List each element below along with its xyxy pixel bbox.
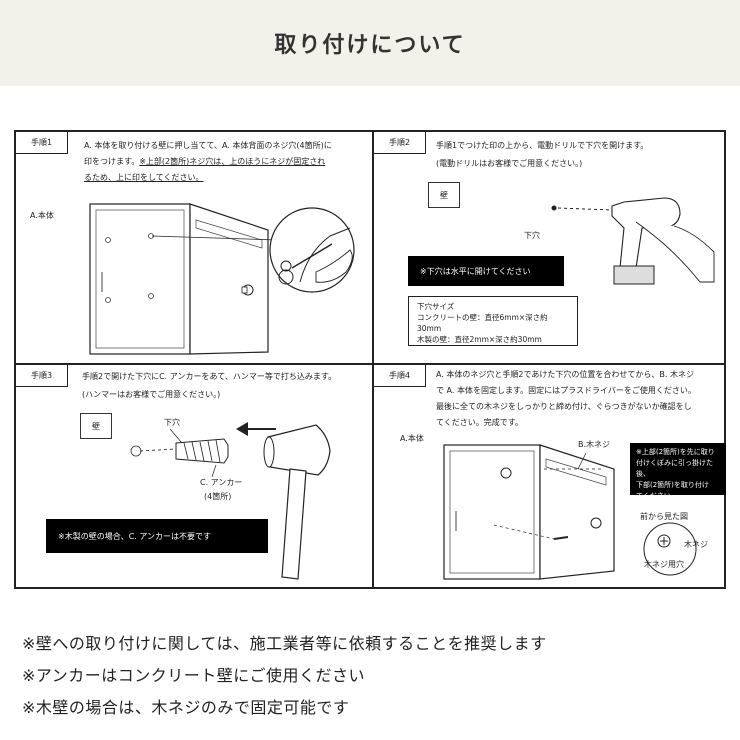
step1-text-line2a: 印をつけます。 (84, 157, 140, 166)
grid-divider-horizontal (16, 363, 724, 365)
header-banner: 取り付けについて (0, 0, 740, 86)
step3-panel: 手順3 手順2で開けた下穴にC. アンカーをあて、ハンマー等で打ち込みます。 (… (16, 365, 372, 589)
step3-text-line2: (ハンマーはお客様でご用意ください。) (82, 390, 221, 399)
instruction-grid: 手順1 A. 本体を取り付ける壁に押し当てて、A. 本体背面のネジ穴(4箇所)に… (14, 130, 726, 589)
step2-hole-label: 下穴 (524, 231, 540, 240)
step3-wall-label: 壁 (80, 413, 112, 439)
footer-note-3: ※木壁の場合は、木ネジのみで固定可能です (22, 698, 350, 717)
step2-size-concrete: コンクリートの壁：直径6mm×深さ約30mm (417, 313, 548, 333)
step4-front-view-label: 前から見た図 (640, 512, 688, 521)
step4-mount-illustration (443, 444, 697, 580)
step4-text-line1: A. 本体のネジ穴と手順2であけた下穴の位置を合わせてから、B. 木ネジ (436, 370, 694, 379)
step2-hole-size-box: 下穴サイズ コンクリートの壁：直径6mm×深さ約30mm 木製の壁：直径2mm×… (408, 296, 578, 346)
step2-notice: ※下穴は水平に開けてください (408, 256, 564, 286)
step4-text-line3: 最後に全ての木ネジをしっかりと締め付け、ぐらつきがないか確認をし (436, 402, 692, 411)
step4-screw-label: B.木ネジ (578, 440, 611, 449)
step4-callout-line2: 付けくぼみに引っ掛けた後、 (636, 459, 713, 478)
step4-screw-small-label: 木ネジ (684, 540, 708, 549)
grid-divider-vertical (372, 132, 374, 587)
step1-text-line2: 印をつけます。※上部(2箇所)ネジ穴は、上のほうにネジが固定され (84, 154, 325, 170)
step1-tag: 手順1 (16, 132, 68, 154)
step4-callout-line4: てください。 (636, 492, 678, 500)
step3-hole-label: 下穴 (164, 418, 180, 427)
step4-callout-line1: ※上部(2箇所)を先に取り (636, 448, 715, 456)
step3-anchor-label: C. アンカー (200, 478, 243, 487)
footer-note-1: ※壁への取り付けに関しては、施工業者等に依頼することを推奨します (22, 634, 547, 653)
step1-text-line2b: ※上部(2箇所)ネジ穴は、上のほうにネジが固定され (139, 157, 326, 166)
step1-body-label: A.本体 (30, 211, 54, 220)
step1-panel: 手順1 A. 本体を取り付ける壁に押し当てて、A. 本体背面のネジ穴(4箇所)に… (16, 132, 372, 363)
step4-text-line2: で A. 本体を固定します。固定にはプラスドライバーをご使用ください。 (436, 386, 696, 395)
step4-screw-hole-label: 木ネジ用穴 (644, 560, 684, 569)
footer-notes: ※壁への取り付けに関しては、施工業者等に依頼することを推奨します ※アンカーはコ… (22, 628, 547, 724)
step2-drill-illustration (551, 197, 715, 285)
step3-notice: ※木製の壁の場合、C. アンカーは不要です (46, 519, 268, 553)
step1-text-line1: A. 本体を取り付ける壁に押し当てて、A. 本体背面のネジ穴(4箇所)に (84, 141, 332, 150)
page-title: 取り付けについて (274, 33, 466, 58)
step1-text-line3: るため、上に印をしてください。 (84, 173, 204, 182)
step3-hammer-illustration (130, 422, 331, 580)
step4-callout: ※上部(2箇所)を先に取り 付けくぼみに引っ掛けた後、 下部(2箇所)を取り付け… (630, 443, 726, 500)
step4-callout-line3: 下部(2箇所)を取り付け (636, 481, 709, 489)
step4-text-line4: てください。完成です。 (436, 418, 523, 427)
step4-body-label: A.本体 (400, 434, 424, 443)
step2-wall-label: 壁 (428, 182, 460, 208)
step4-panel: 手順4 A. 本体のネジ穴と手順2であけた下穴の位置を合わせてから、B. 木ネジ… (374, 365, 726, 589)
step1-illustration (89, 203, 355, 355)
step2-text-line1: 手順1でつけた印の上から、電動ドリルで下穴を開けます。 (436, 141, 649, 150)
step3-anchor-count: (4箇所) (204, 492, 232, 501)
step2-text-line2: (電動ドリルはお客様でご用意ください。) (436, 159, 583, 168)
step3-text-line1: 手順2で開けた下穴にC. アンカーをあて、ハンマー等で打ち込みます。 (82, 372, 337, 381)
step2-panel: 手順2 手順1でつけた印の上から、電動ドリルで下穴を開けます。 (電動ドリルはお… (374, 132, 726, 363)
step2-tag: 手順2 (374, 132, 426, 154)
step2-size-wood: 木製の壁：直径2mm×深さ約30mm (417, 335, 542, 344)
step4-tag: 手順4 (374, 365, 426, 387)
step3-tag: 手順3 (16, 365, 68, 387)
step2-size-title: 下穴サイズ (417, 302, 455, 311)
footer-note-2: ※アンカーはコンクリート壁にご使用ください (22, 666, 365, 685)
